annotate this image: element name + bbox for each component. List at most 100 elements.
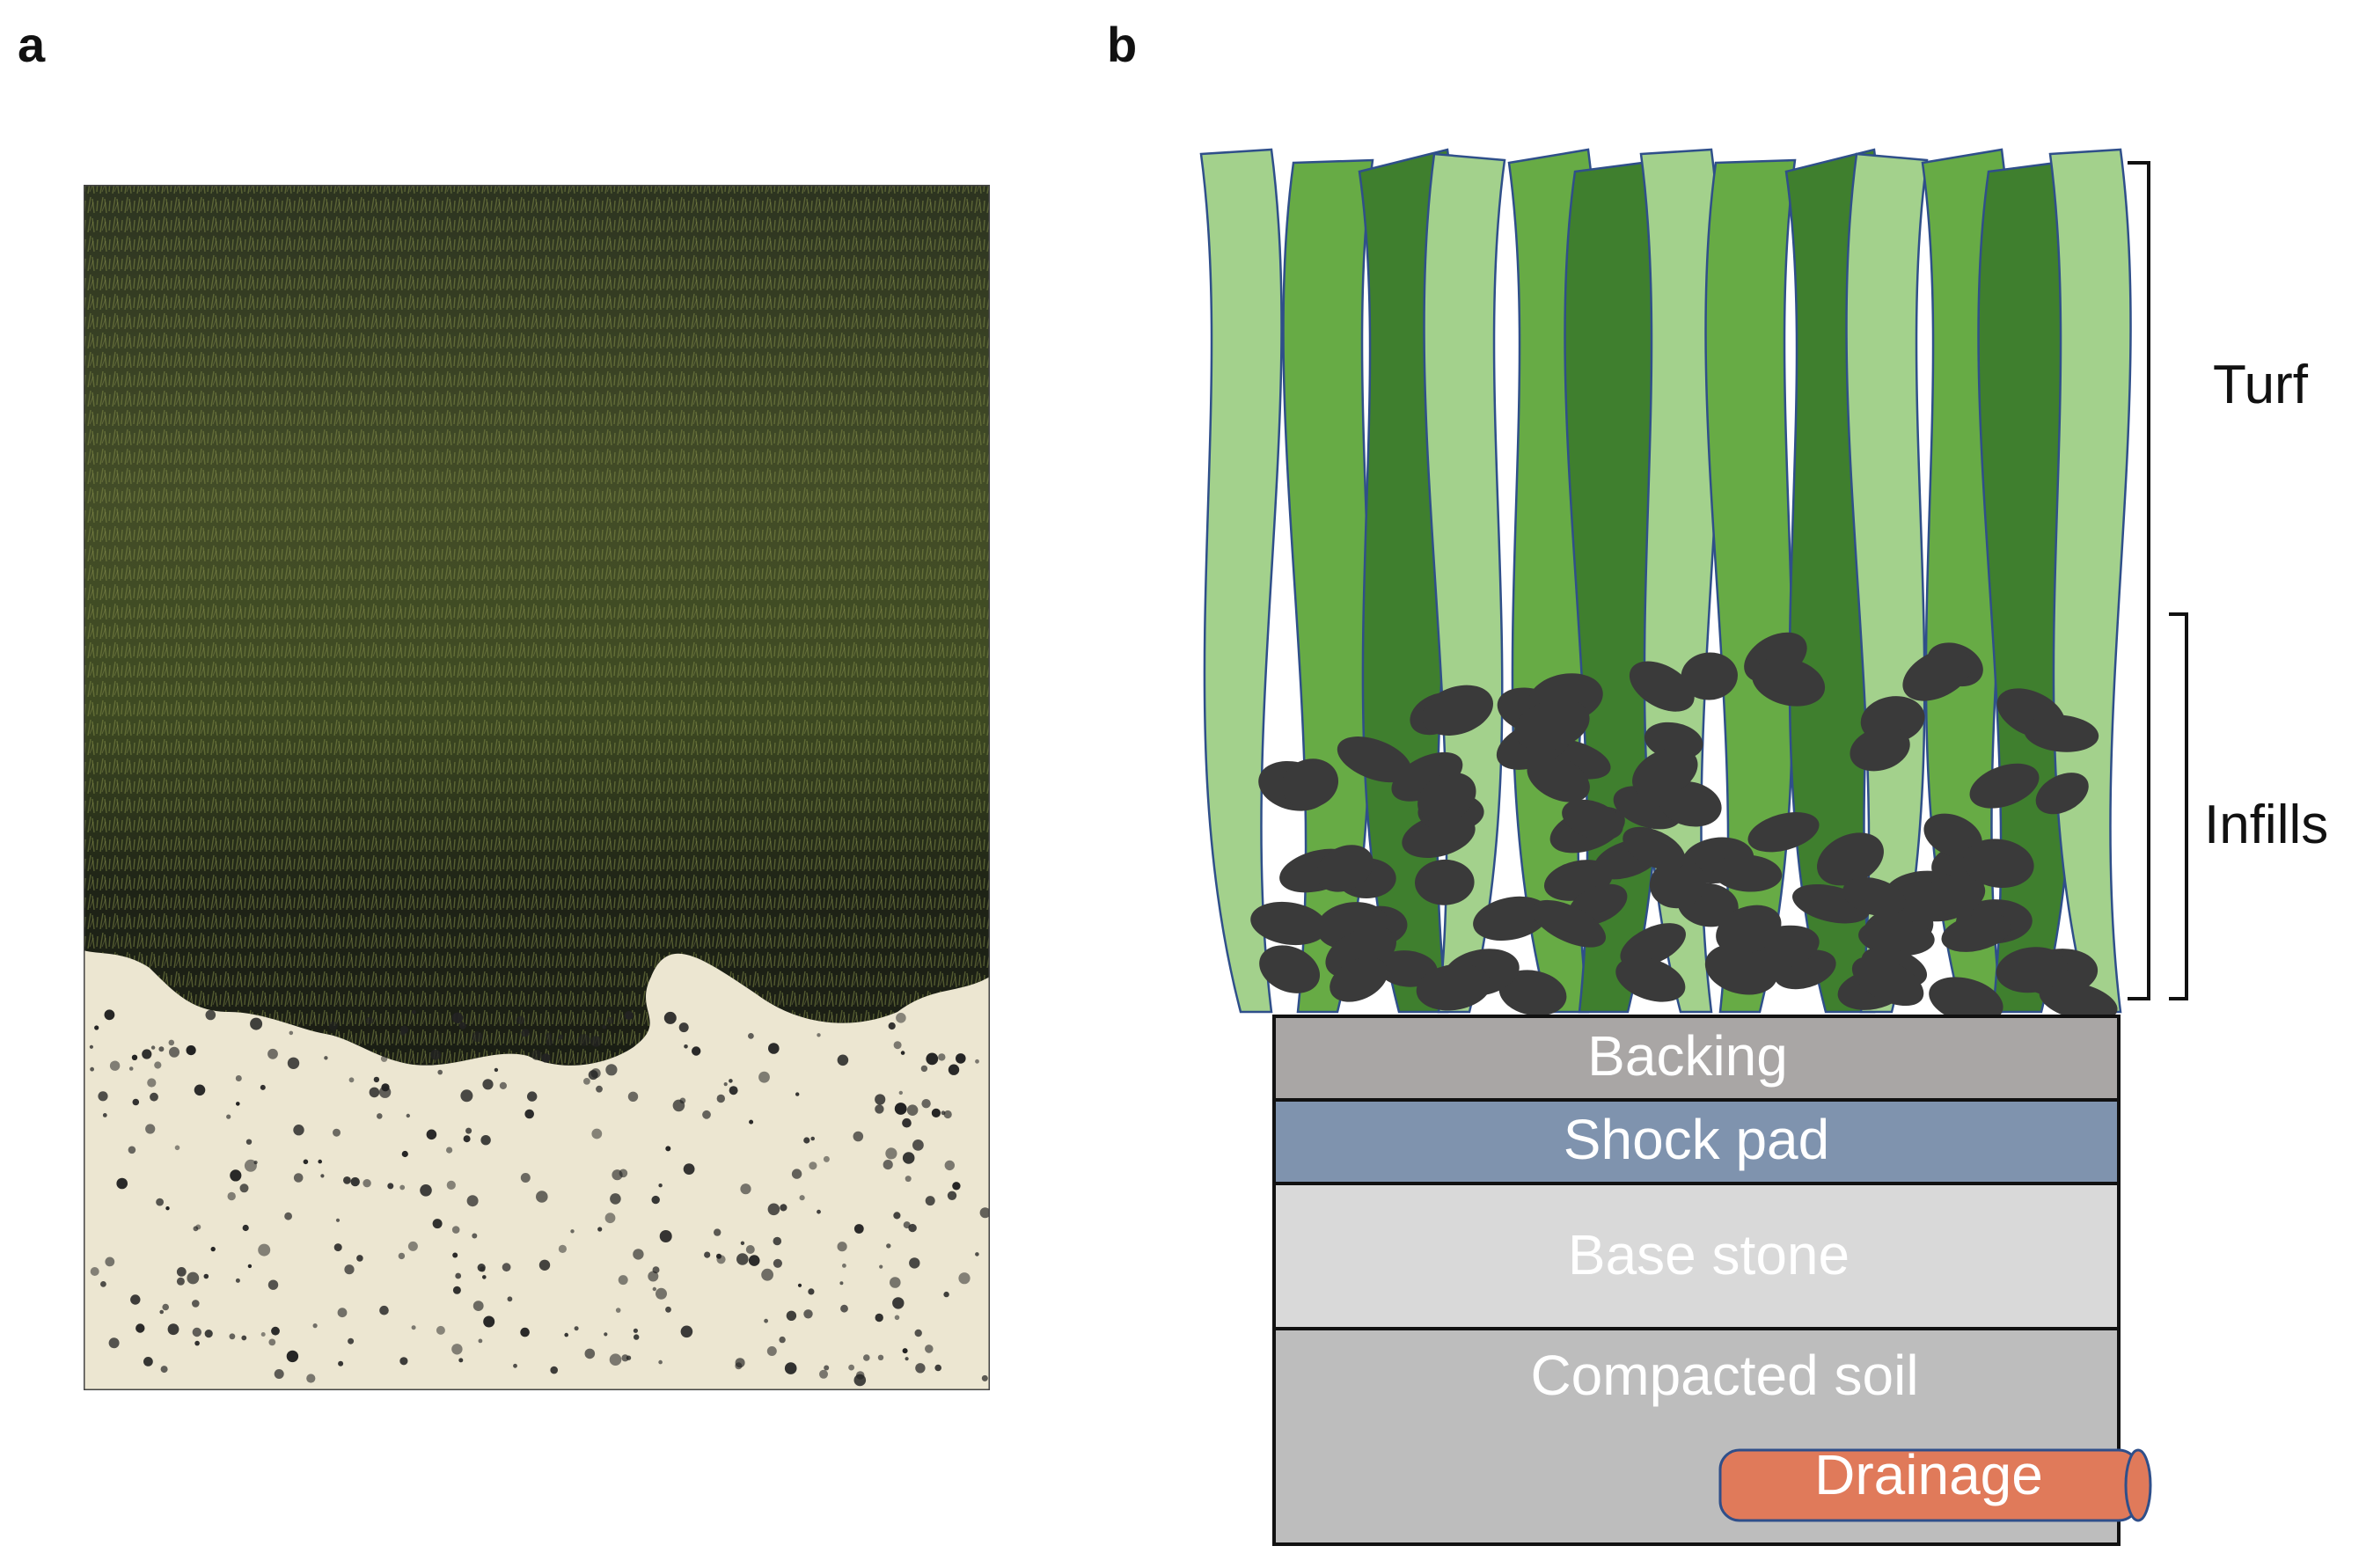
infill-speck: [373, 1076, 380, 1083]
infill-speck: [350, 1176, 360, 1187]
infill-speck: [203, 1273, 209, 1279]
infill-speck: [398, 1252, 406, 1260]
infill-speck: [920, 1065, 928, 1073]
infill-speck: [921, 1099, 931, 1109]
infill-speck: [885, 1147, 897, 1160]
infill-granule: [1562, 799, 1623, 840]
infill-speck: [452, 1286, 461, 1294]
infill-speck: [624, 1011, 634, 1020]
infill-speck: [879, 1264, 883, 1269]
infill-speck: [602, 1024, 606, 1029]
infill-speck: [779, 1336, 786, 1344]
grass-blade: [1704, 158, 1797, 1014]
compacted-soil-label: Compacted soil: [1530, 1344, 1918, 1407]
infill-speck: [348, 1337, 355, 1345]
infill-speck: [947, 1191, 957, 1201]
infill-speck: [896, 1013, 906, 1023]
infill-speck: [131, 1054, 138, 1061]
turf-label: Turf: [2213, 355, 2309, 415]
infill-speck: [472, 1031, 483, 1043]
infill-granule: [1681, 652, 1738, 700]
infill-speck: [287, 1057, 300, 1070]
infill-speck: [615, 1308, 621, 1313]
infill-speck: [823, 1155, 830, 1162]
infill-speck: [132, 1098, 140, 1106]
infill-speck: [116, 1177, 128, 1190]
grass-blade: [1199, 148, 1283, 1014]
infill-speck: [284, 1212, 292, 1220]
infill-speck: [538, 1259, 551, 1271]
infill-speck: [293, 1173, 304, 1183]
infill-granule: [1911, 875, 1986, 922]
infill-granule: [1851, 956, 1924, 1007]
infill-speck: [174, 1145, 180, 1151]
infill-granule: [1969, 763, 2040, 809]
infill-speck: [335, 1218, 341, 1222]
infill-speck: [229, 1333, 236, 1340]
infill-speck: [90, 1066, 94, 1072]
infill-speck: [136, 1323, 145, 1333]
infill-granule: [1923, 813, 1982, 858]
infill-speck: [460, 1089, 473, 1103]
infill-speck: [455, 1272, 462, 1279]
infill-speck: [242, 1224, 249, 1232]
infill-speck: [684, 1044, 688, 1049]
infill-granule: [1531, 899, 1607, 948]
infill-speck: [824, 1365, 830, 1371]
infill-speck: [128, 1146, 136, 1154]
infill-speck: [886, 1243, 891, 1249]
infill-speck: [912, 1139, 924, 1151]
infills-label: Infills: [2204, 795, 2328, 855]
infill-speck: [463, 1135, 471, 1143]
turf-photo: [84, 185, 990, 1390]
infill-speck: [513, 1363, 517, 1368]
infill-speck: [819, 1369, 828, 1379]
infill-speck: [536, 1191, 548, 1203]
infill-granule: [1963, 839, 2034, 888]
infill-speck: [168, 1039, 175, 1046]
infill-speck: [609, 1353, 622, 1366]
infill-speck: [380, 1055, 388, 1062]
infill-speck: [271, 1326, 280, 1336]
infill-speck: [516, 1015, 525, 1025]
infill-speck: [204, 1330, 213, 1338]
infill-granule: [1422, 685, 1494, 736]
infill-speck: [736, 1253, 749, 1265]
infill-speck: [749, 1119, 754, 1125]
infill-speck: [343, 1176, 351, 1184]
infill-speck: [714, 1228, 722, 1236]
infill-speck: [333, 1243, 342, 1252]
infill-granule: [1629, 661, 1695, 712]
infill-speck: [187, 1271, 200, 1285]
infill-speck: [411, 1325, 416, 1330]
infill-speck: [521, 1029, 530, 1037]
infill-speck: [482, 1079, 494, 1090]
infill-speck: [98, 1091, 108, 1102]
infill-speck: [958, 1272, 971, 1285]
infill-speck: [633, 1328, 639, 1333]
infill-speck: [520, 1173, 531, 1183]
infill-speck: [381, 1083, 390, 1092]
infill-speck: [795, 1092, 800, 1096]
infill-speck: [610, 1193, 621, 1205]
infill-granule: [1514, 699, 1590, 751]
infill-speck: [541, 1053, 551, 1063]
infill-speck: [499, 1081, 508, 1089]
infill-speck: [902, 1348, 908, 1354]
infill-speck: [894, 1315, 900, 1321]
infill-speck: [507, 1296, 513, 1302]
infill-speck: [227, 1191, 236, 1201]
infill-granule: [1850, 727, 1910, 772]
infill-speck: [437, 1069, 443, 1075]
infill-speck: [817, 1033, 821, 1037]
infill-speck: [875, 1313, 883, 1323]
infill-speck: [337, 1308, 348, 1318]
infill-speck: [619, 1169, 628, 1178]
infill-speck: [318, 1159, 323, 1164]
infill-speck: [761, 1268, 773, 1281]
infill-speck: [236, 1102, 240, 1106]
infill-speck: [839, 1281, 844, 1286]
infill-speck: [652, 1286, 656, 1292]
infill-speck: [420, 1184, 432, 1197]
